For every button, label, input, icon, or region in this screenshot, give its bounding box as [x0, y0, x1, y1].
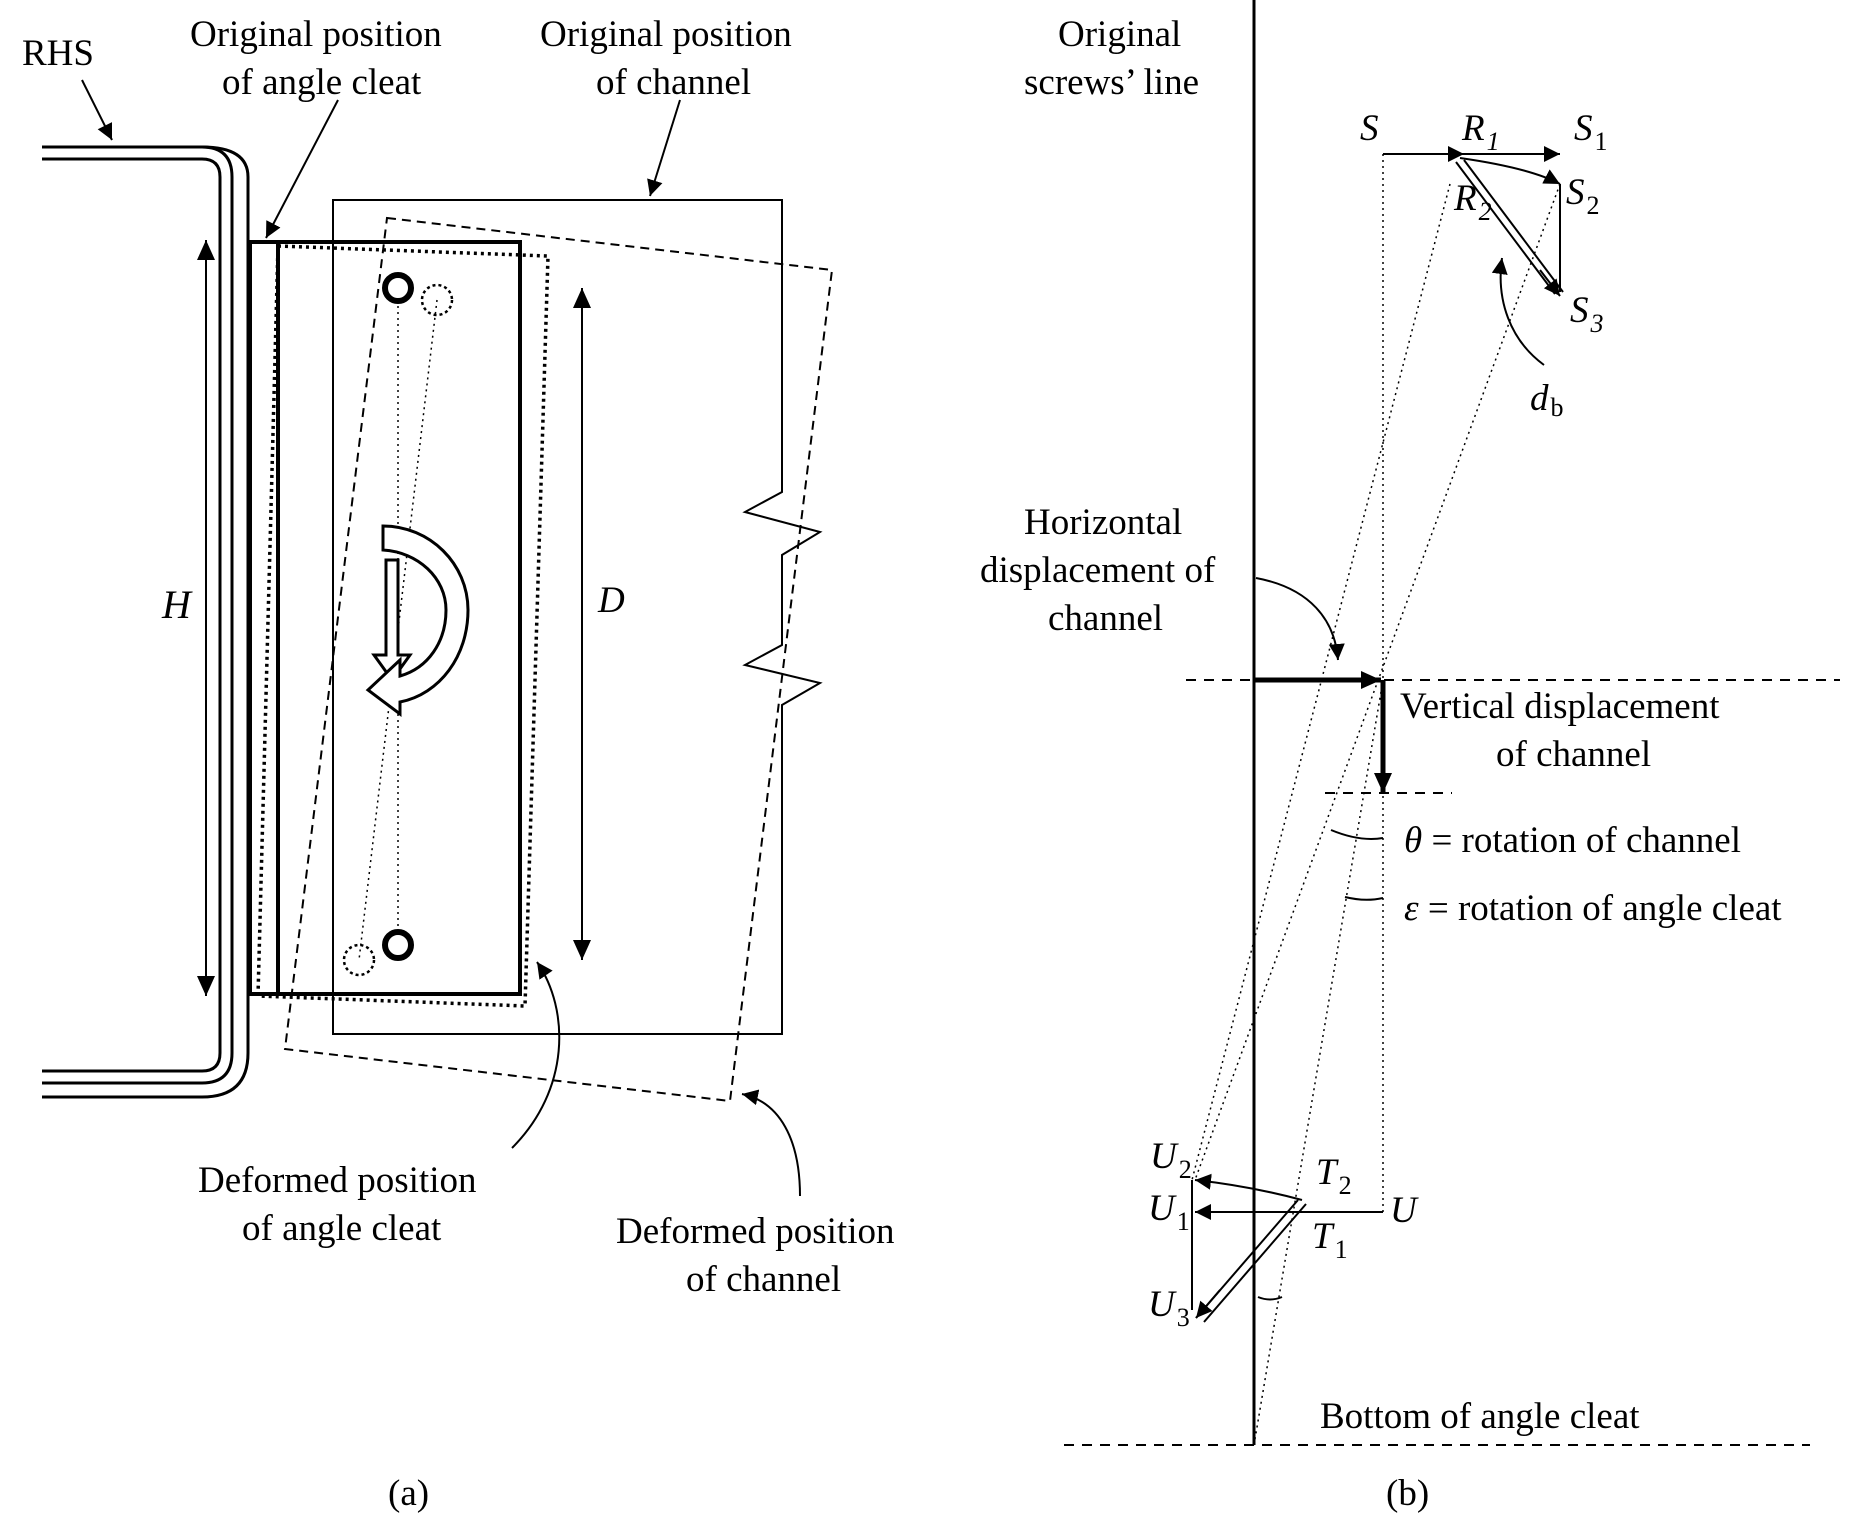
label-hdisp-3: channel — [1048, 598, 1163, 639]
label-def-channel-2: of channel — [686, 1259, 841, 1300]
label-hdisp-1: Horizontal — [1024, 502, 1182, 543]
bolt-top-icon — [382, 272, 414, 304]
bolt-bottom-icon — [382, 929, 414, 961]
label-orig-cleat-1: Original position — [190, 14, 442, 55]
rotation-arc-bottom — [1257, 1296, 1283, 1301]
label-vdisp-1: Vertical displacement — [1400, 686, 1720, 727]
moment-arrow-icon — [365, 524, 470, 717]
label-def-cleat-2: of angle cleat — [242, 1208, 442, 1249]
shear-load-arrow-icon — [371, 558, 413, 683]
label-epsilon: ε = rotation of angle cleat — [1404, 888, 1782, 929]
label-screws-2: screws’ line — [1024, 62, 1199, 103]
label-t1: T1 — [1312, 1216, 1348, 1264]
label-s1: S1 — [1574, 108, 1608, 156]
label-orig-channel-2: of channel — [596, 62, 751, 103]
panel-b: Original screws’ line S R1 S1 R2 S2 S3 d… — [980, 0, 1840, 1514]
label-hdisp-2: displacement of — [980, 550, 1216, 591]
epsilon-arc — [1344, 896, 1384, 901]
bolt-top-deformed-icon — [420, 283, 454, 317]
caption-b: (b) — [1386, 1473, 1429, 1514]
theta-arc — [1330, 829, 1384, 840]
screw-original-line — [358, 288, 438, 961]
caption-a: (a) — [388, 1473, 429, 1514]
bolt-bottom-deformed-icon — [342, 943, 376, 977]
label-rhs: RHS — [22, 33, 94, 74]
angle-cleat-deformed — [256, 244, 550, 1008]
label-db: db — [1530, 378, 1564, 422]
label-u2: U2 — [1150, 1136, 1192, 1184]
label-bottom-cleat: Bottom of angle cleat — [1320, 1396, 1640, 1437]
label-t2: T2 — [1316, 1152, 1352, 1200]
label-r1: R1 — [1461, 108, 1500, 156]
label-theta: θ = rotation of channel — [1404, 820, 1741, 861]
leader-orig-channel — [647, 99, 681, 197]
label-def-channel-1: Deformed position — [616, 1211, 894, 1252]
channel-deformed — [283, 216, 834, 1103]
label-vdisp-2: of channel — [1496, 734, 1651, 775]
label-orig-channel-1: Original position — [540, 14, 792, 55]
label-d: D — [597, 580, 625, 621]
label-u3: U3 — [1148, 1284, 1190, 1332]
bottom-screw-vectors — [1191, 1173, 1383, 1323]
label-u1: U1 — [1148, 1188, 1190, 1236]
label-s3: S3 — [1570, 290, 1604, 338]
leader-def-cleat — [511, 961, 561, 1149]
label-def-cleat-1: Deformed position — [198, 1160, 476, 1201]
construction-lines — [1191, 154, 1561, 1446]
leader-rhs — [81, 79, 113, 141]
leader-def-channel — [741, 1089, 801, 1197]
label-orig-cleat-2: of angle cleat — [222, 62, 422, 103]
label-h: H — [161, 582, 193, 627]
leader-hdisp — [1255, 577, 1345, 661]
label-screws-1: Original — [1058, 14, 1181, 55]
rhs-section — [42, 145, 250, 1099]
label-s: S — [1360, 108, 1379, 149]
label-s2: S2 — [1566, 172, 1600, 220]
label-u: U — [1390, 1190, 1419, 1231]
channel-original — [332, 199, 823, 1035]
top-screw-vectors — [1383, 146, 1564, 297]
leader-orig-cleat — [265, 99, 339, 239]
angle-cleat-original — [248, 240, 522, 996]
leader-db — [1491, 257, 1545, 366]
panel-a: H D RHS Original position of angle cleat… — [22, 14, 894, 1514]
label-r2: R2 — [1453, 178, 1492, 226]
